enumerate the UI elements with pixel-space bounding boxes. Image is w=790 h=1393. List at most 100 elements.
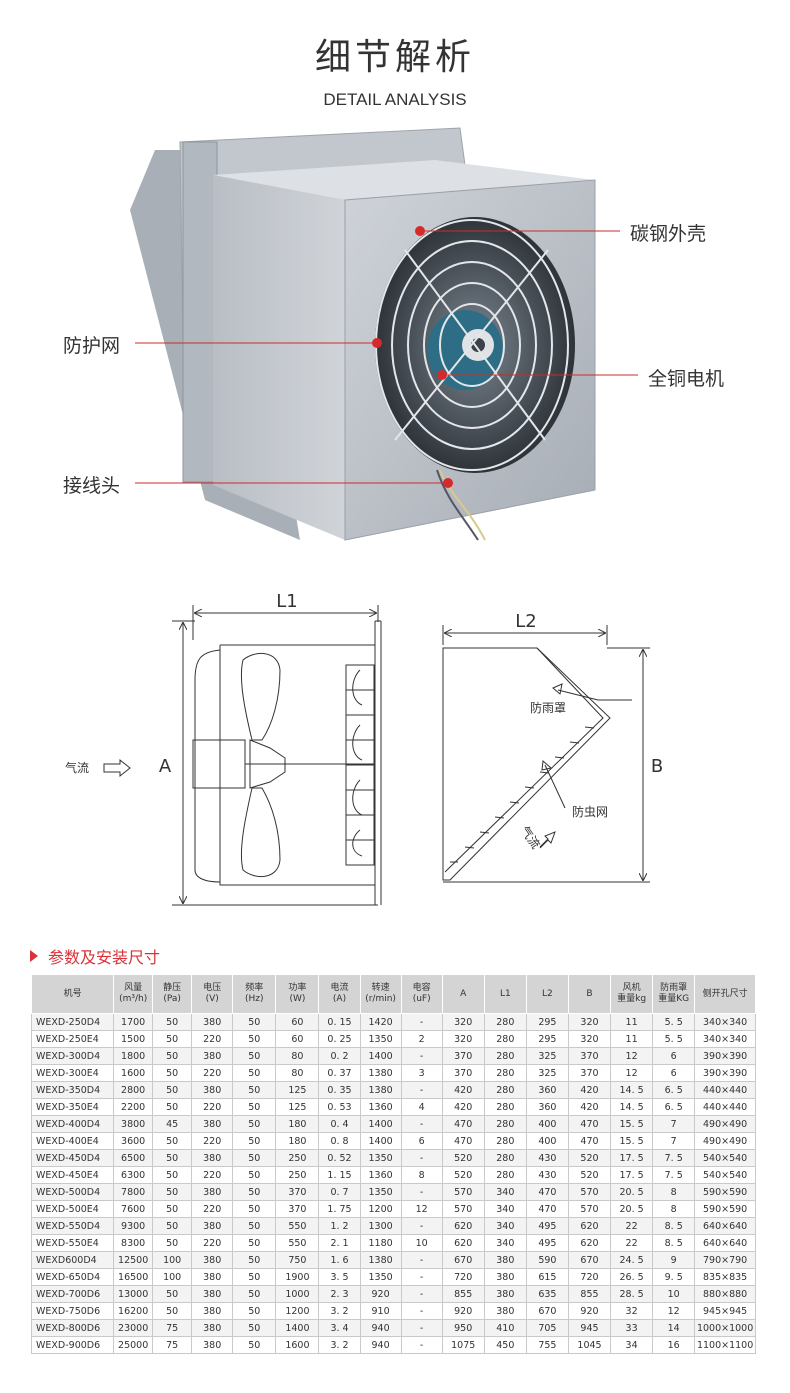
table-cell: 1. 6: [318, 1251, 361, 1269]
table-cell: 835×835: [694, 1268, 756, 1286]
table-cell: 670: [441, 1251, 485, 1269]
table-cell: 60: [275, 1013, 320, 1031]
table-cell: 34: [610, 1336, 654, 1354]
table-cell: 220: [191, 1064, 234, 1082]
table-cell: 1360: [359, 1166, 402, 1184]
table-cell: 50: [232, 1030, 277, 1048]
table-cell: 50: [232, 1251, 277, 1269]
table-cell: 280: [483, 1047, 527, 1065]
table-cell: 8: [652, 1200, 696, 1218]
table-cell: 470: [567, 1132, 612, 1150]
table-cell: 24. 5: [610, 1251, 654, 1269]
table-cell: 9: [652, 1251, 696, 1269]
table-header-cell: 功率 (W): [275, 974, 320, 1014]
table-header-cell: 电容 (uF): [400, 974, 443, 1014]
table-cell: -: [400, 1047, 443, 1065]
table-cell: 470: [441, 1115, 485, 1133]
table-cell: 520: [441, 1166, 485, 1184]
table-cell: 490×490: [694, 1132, 756, 1150]
table-cell: 1180: [359, 1234, 402, 1252]
table-cell: 1400: [275, 1319, 320, 1337]
table-cell: 280: [483, 1081, 527, 1099]
table-cell: 2: [400, 1030, 443, 1048]
table-cell: WEXD-450D4: [30, 1149, 115, 1167]
table-cell: 50: [152, 1183, 193, 1201]
table-cell: 380: [191, 1285, 234, 1303]
table-cell: 325: [525, 1047, 569, 1065]
table-cell: 570: [441, 1200, 485, 1218]
table-cell: 280: [483, 1098, 527, 1116]
table-cell: 450: [483, 1336, 527, 1354]
table-header-cell: 风量 (m³/h): [113, 974, 154, 1014]
table-cell: -: [400, 1251, 443, 1269]
table-cell: WEXD-300E4: [30, 1064, 115, 1082]
table-cell: 50: [232, 1217, 277, 1235]
table-cell: 855: [567, 1285, 612, 1303]
table-cell: 1420: [359, 1013, 402, 1031]
table-cell: 370: [441, 1064, 485, 1082]
table-cell: WEXD-800D6: [30, 1319, 115, 1337]
spec-table: 机号风量 (m³/h)静压 (Pa)电压 (V)频率 (Hz)功率 (W)电流 …: [30, 974, 756, 1354]
label-airflow-right: 气流: [518, 823, 544, 851]
table-cell: 790×790: [694, 1251, 756, 1269]
table-cell: 340: [483, 1234, 527, 1252]
table-cell: 20. 5: [610, 1183, 654, 1201]
table-cell: 11: [610, 1013, 654, 1031]
table-cell: WEXD-350D4: [30, 1081, 115, 1099]
table-cell: 50: [152, 1013, 193, 1031]
table-cell: 280: [483, 1030, 527, 1048]
table-cell: 2200: [113, 1098, 154, 1116]
table-cell: 420: [567, 1081, 612, 1099]
table-cell: 50: [232, 1132, 277, 1150]
table-cell: 705: [525, 1319, 569, 1337]
table-cell: 295: [525, 1013, 569, 1031]
table-header-cell: 防雨罩 重量KG: [652, 974, 696, 1014]
table-cell: 1100×1100: [694, 1336, 756, 1354]
table-cell: -: [400, 1081, 443, 1099]
table-cell: 620: [441, 1234, 485, 1252]
table-cell: 50: [232, 1285, 277, 1303]
table-cell: 11: [610, 1030, 654, 1048]
table-cell: WEXD-700D6: [30, 1285, 115, 1303]
table-cell: 80: [275, 1047, 320, 1065]
table-cell: 7: [652, 1115, 696, 1133]
table-cell: 0. 4: [318, 1115, 361, 1133]
table-cell: 45: [152, 1115, 193, 1133]
table-cell: WEXD-350E4: [30, 1098, 115, 1116]
table-cell: 390×390: [694, 1047, 756, 1065]
table-cell: WEXD-300D4: [30, 1047, 115, 1065]
table-cell: -: [400, 1285, 443, 1303]
table-cell: 9300: [113, 1217, 154, 1235]
table-cell: 15. 5: [610, 1132, 654, 1150]
table-cell: 470: [525, 1183, 569, 1201]
table-cell: 50: [232, 1268, 277, 1286]
table-cell: 420: [567, 1098, 612, 1116]
table-cell: 1000: [275, 1285, 320, 1303]
table-cell: 5. 5: [652, 1013, 696, 1031]
table-cell: 370: [275, 1200, 320, 1218]
table-header-cell: L2: [525, 974, 569, 1014]
table-cell: 50: [152, 1132, 193, 1150]
table-cell: 7. 5: [652, 1166, 696, 1184]
table-cell: 50: [152, 1098, 193, 1116]
table-cell: 50: [232, 1064, 277, 1082]
table-cell: WEXD-550D4: [30, 1217, 115, 1235]
table-cell: 380: [191, 1115, 234, 1133]
table-cell: 6300: [113, 1166, 154, 1184]
table-cell: 3. 2: [318, 1302, 361, 1320]
table-cell: 280: [483, 1149, 527, 1167]
table-cell: 340: [483, 1183, 527, 1201]
table-cell: 75: [152, 1319, 193, 1337]
table-cell: 1380: [359, 1251, 402, 1269]
table-cell: 16500: [113, 1268, 154, 1286]
table-cell: 50: [232, 1166, 277, 1184]
table-cell: 400: [525, 1132, 569, 1150]
table-cell: 50: [232, 1149, 277, 1167]
table-cell: 50: [152, 1302, 193, 1320]
table-cell: 125: [275, 1081, 320, 1099]
